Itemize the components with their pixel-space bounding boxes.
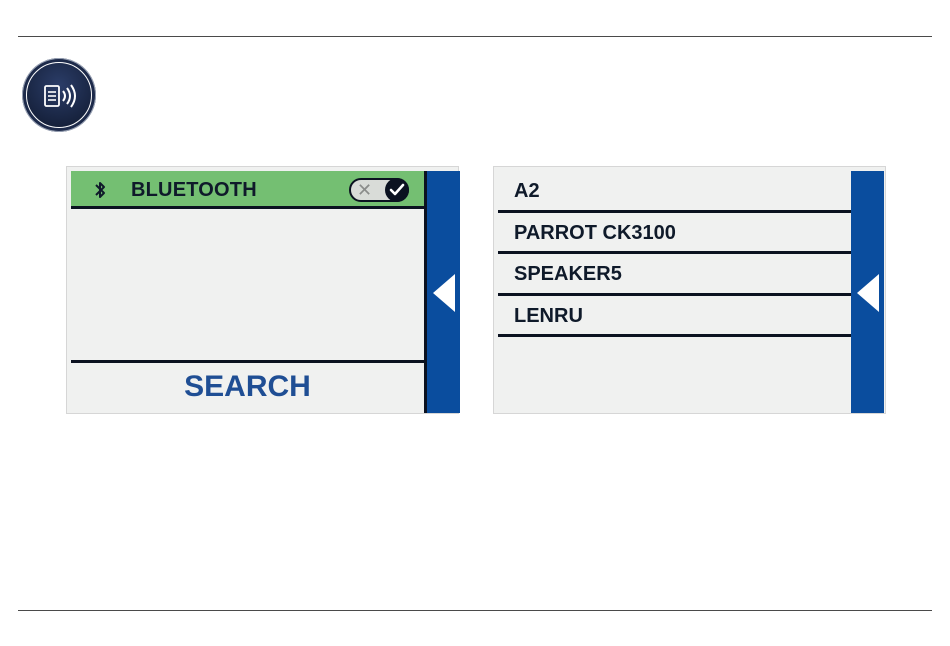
back-arrow-icon [433, 274, 455, 312]
back-arrow-icon [857, 274, 879, 312]
search-button[interactable]: SEARCH [71, 363, 424, 413]
list-item[interactable]: LENRU [498, 296, 851, 338]
device-name: SPEAKER5 [514, 263, 622, 286]
device-name: LENRU [514, 305, 583, 328]
bottom-rule [18, 610, 932, 611]
back-sidebar[interactable] [424, 171, 460, 413]
devices-screen: A2 PARROT CK3100 SPEAKER5 LENRU [493, 166, 886, 414]
check-icon [385, 178, 409, 202]
list-item[interactable]: A2 [498, 171, 851, 213]
bluetooth-title: BLUETOOTH [131, 179, 257, 202]
device-name: PARROT CK3100 [514, 222, 676, 245]
bluetooth-toggle[interactable]: ✕ [349, 178, 409, 202]
device-list: A2 PARROT CK3100 SPEAKER5 LENRU [498, 171, 851, 337]
top-rule [18, 36, 932, 37]
x-icon: ✕ [357, 180, 372, 200]
bluetooth-icon [93, 180, 107, 200]
list-item[interactable]: PARROT CK3100 [498, 213, 851, 255]
back-sidebar[interactable] [851, 171, 884, 413]
device-name: A2 [514, 180, 540, 203]
bluetooth-screen: BLUETOOTH ✕ SEARCH [66, 166, 459, 414]
list-item[interactable]: SPEAKER5 [498, 254, 851, 296]
bluetooth-header: BLUETOOTH ✕ [71, 171, 424, 209]
audio-document-icon [22, 58, 96, 132]
